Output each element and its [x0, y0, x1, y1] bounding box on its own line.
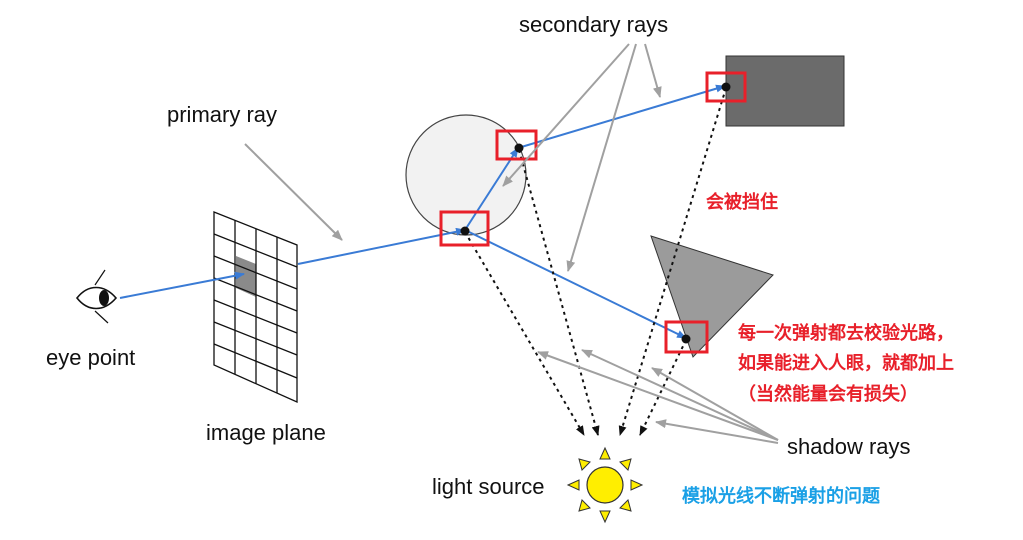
image-plane-highlight-pixel: [0, 0, 1, 1]
problem-annotation: 模拟光线不断弹射的问题: [682, 486, 880, 507]
primary-ray-label: primary ray: [167, 102, 278, 127]
triangle-object: [650, 235, 774, 358]
traced-rays: [119, 84, 726, 339]
blocked-annotation: 会被挡住: [706, 192, 778, 213]
bounce-annotation-line1: 每一次弹射都去校验光路，: [738, 323, 954, 344]
image-plane-grid: [0, 0, 298, 404]
image-plane-label: image plane: [206, 420, 326, 445]
bounce-annotation-line3: （当然能量会有损失）: [738, 384, 918, 405]
shadow-rays-label: shadow rays: [787, 434, 911, 459]
intersection-points: [460, 82, 731, 344]
highlight-boxes: [439, 71, 747, 354]
label-pointers: [244, 43, 779, 444]
shadow-ray-paths: [464, 87, 727, 436]
image-plane-outline: [213, 211, 298, 404]
sun-icon: [566, 446, 644, 524]
eye-point-label: eye point: [46, 345, 136, 370]
bounce-annotation-line2: 如果能进入人眼，就都加上: [738, 353, 954, 374]
sphere-object: [405, 114, 527, 236]
eye-icon: [75, 269, 118, 324]
light-source-label: light source: [432, 474, 545, 499]
secondary-rays-label: secondary rays: [519, 12, 669, 37]
